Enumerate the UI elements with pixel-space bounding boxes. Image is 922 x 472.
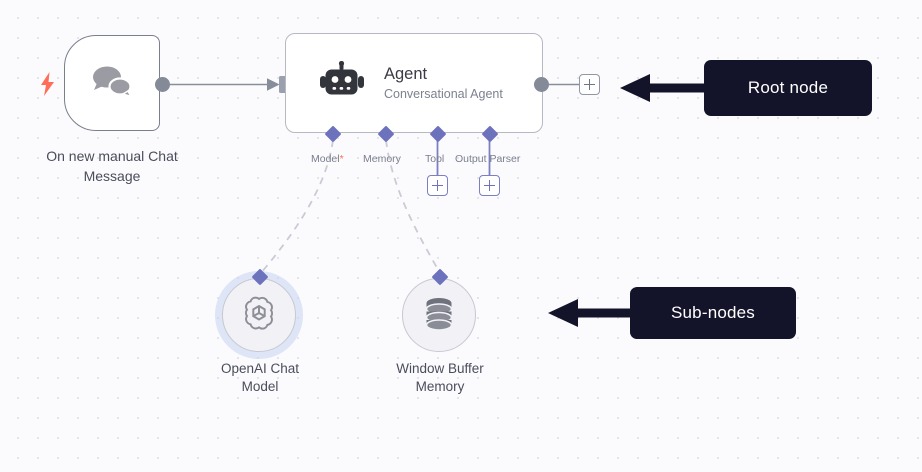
- node-memory-label: Window Buffer Memory: [396, 361, 484, 395]
- node-window-buffer-memory[interactable]: [402, 278, 476, 352]
- node-trigger-label: On new manual Chat Message: [46, 148, 178, 185]
- add-node-button-main[interactable]: [579, 74, 600, 95]
- trigger-output-port[interactable]: [155, 77, 170, 92]
- agent-output-port[interactable]: [534, 77, 549, 92]
- port-label-model-text: Model: [311, 153, 340, 165]
- callout-root-node: Root node: [704, 60, 872, 116]
- add-node-button-output-parser[interactable]: [479, 175, 500, 196]
- agent-title: Agent: [384, 64, 428, 83]
- database-icon: [421, 294, 457, 337]
- plus-icon-vertical: [588, 79, 591, 90]
- plus-icon-vertical: [436, 180, 439, 191]
- port-label-memory: Memory: [363, 153, 401, 165]
- chat-bubbles-icon: [89, 63, 135, 104]
- robot-icon: [320, 60, 364, 106]
- add-node-button-tool[interactable]: [427, 175, 448, 196]
- port-label-tool: Tool: [425, 153, 445, 165]
- required-asterisk: *: [339, 153, 344, 165]
- port-label-model: Model*: [311, 153, 344, 165]
- agent-subtitle: Conversational Agent: [384, 86, 503, 101]
- lightning-bolt-icon: [40, 72, 54, 96]
- node-trigger-chat-message[interactable]: [64, 35, 160, 131]
- node-agent[interactable]: Agent Conversational Agent: [285, 33, 543, 133]
- callout-arrow-root: [620, 74, 704, 102]
- plus-icon-vertical: [488, 180, 491, 191]
- callout-sub-nodes: Sub-nodes: [630, 287, 796, 339]
- port-label-output-parser: Output Parser: [455, 153, 521, 165]
- node-openai-chat-model[interactable]: [222, 278, 296, 352]
- node-openai-label: OpenAI Chat Model: [220, 361, 300, 395]
- callout-arrow-sub: [548, 299, 630, 327]
- openai-logo-icon: [240, 294, 278, 337]
- agent-input-port[interactable]: [279, 76, 287, 93]
- agent-text-block: Agent Conversational Agent: [384, 65, 503, 101]
